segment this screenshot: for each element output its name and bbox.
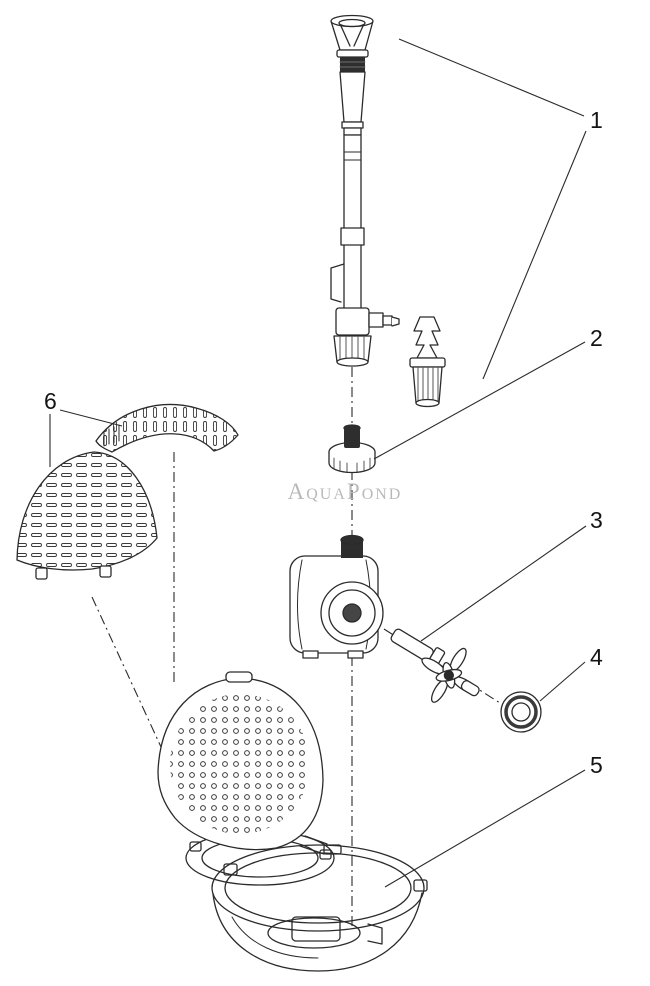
callout-4: 4 (590, 644, 603, 670)
callout-6: 6 (44, 388, 57, 414)
leader-3 (420, 525, 587, 642)
callout-3: 3 (590, 507, 603, 533)
leader-lines (49, 38, 587, 888)
leader-1b (482, 130, 587, 380)
strainer-dome-cover (157, 671, 328, 855)
hose-barb (413, 316, 441, 359)
nozzle-cup-rim (330, 14, 374, 28)
callout-labels: 1 2 3 4 5 6 (44, 107, 603, 778)
leader-1a (398, 38, 585, 117)
valve-body (335, 307, 370, 336)
part-4-cap (500, 691, 542, 733)
dome-handle (225, 671, 253, 683)
pump-body (289, 534, 384, 659)
leader-2 (373, 341, 586, 460)
impeller-shaft (390, 628, 434, 662)
pump-seat (291, 916, 341, 942)
nozzle-dark-band (340, 57, 365, 72)
upper-half-shell (95, 404, 239, 453)
clip-bracket (330, 263, 345, 303)
leader-4 (539, 661, 586, 702)
lower-half-dome (16, 451, 158, 571)
callout-2: 2 (590, 325, 603, 351)
riser-tube (343, 134, 362, 313)
part-2-ring-nut (328, 424, 376, 474)
dome-foot-right (99, 565, 112, 578)
hose-adapter (409, 316, 446, 408)
callout-1: 1 (590, 107, 603, 133)
part-5-base-bowl (211, 844, 428, 972)
part-1-nozzle-riser (330, 14, 400, 367)
bowl-clip (367, 923, 383, 945)
watermark: AquaPond (288, 479, 403, 504)
leader-5 (384, 769, 586, 888)
part-3-impeller (390, 628, 480, 703)
dome-perforations (170, 694, 310, 834)
telescope-joint (340, 227, 365, 246)
ring-nut-cap (344, 428, 360, 448)
leader-6b (59, 409, 123, 427)
callout-5: 5 (590, 752, 603, 778)
axis-line-dome-diagonal (91, 596, 168, 761)
dome-foot-left (35, 567, 48, 580)
part-6-strainer-shells (16, 404, 239, 580)
